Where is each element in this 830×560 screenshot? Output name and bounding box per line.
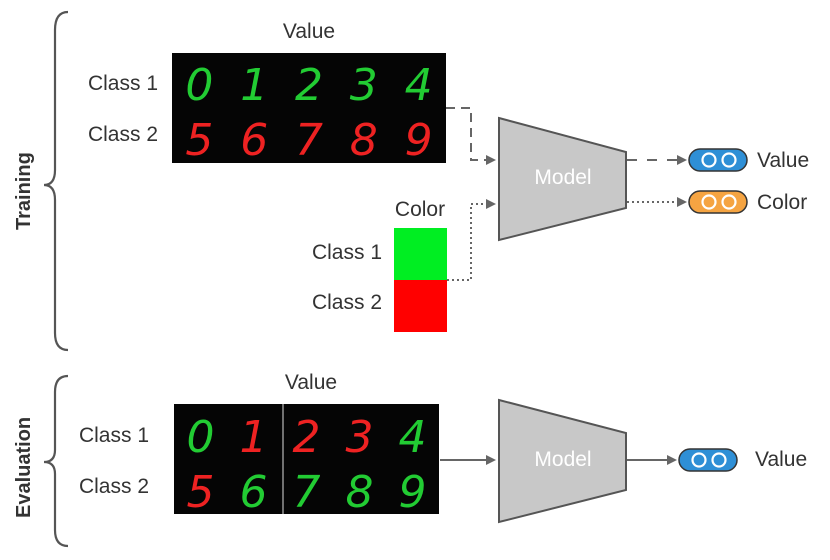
- training-digit-5: 5: [185, 115, 213, 166]
- value-input-connector: [446, 107, 496, 165]
- value-output-label: Value: [757, 149, 809, 172]
- evaluation-value-output-icon: [678, 448, 738, 472]
- evaluation-digit-6: 6: [240, 467, 268, 518]
- training-digit-4: 4: [405, 60, 433, 111]
- training-digit-1: 1: [240, 60, 268, 111]
- training-digit-9: 9: [405, 115, 433, 166]
- evaluation-side-label: Evaluation: [13, 417, 35, 518]
- evaluation-digit-1: 1: [240, 412, 268, 463]
- training-digit-6: 6: [240, 115, 268, 166]
- evaluation-value-output-label: Value: [755, 448, 807, 471]
- training-digit-0: 0: [185, 60, 213, 111]
- training-value-header: Value: [283, 20, 335, 43]
- color-output-icon: [688, 190, 748, 214]
- color-input-connector: [447, 199, 496, 281]
- color-class2-label: Class 2: [312, 291, 382, 314]
- evaluation-class2-label: Class 2: [79, 475, 149, 498]
- evaluation-digit-4: 4: [399, 412, 427, 463]
- evaluation-digit-5: 5: [187, 467, 215, 518]
- evaluation-model-shape: [498, 398, 627, 524]
- training-digit-7: 7: [295, 115, 323, 166]
- evaluation-digit-9: 9: [399, 467, 427, 518]
- training-digit-2: 2: [295, 60, 323, 111]
- evaluation-digit-2: 2: [293, 412, 321, 463]
- evaluation-model-label: Model: [534, 448, 591, 471]
- evaluation-digit-8: 8: [346, 467, 374, 518]
- color-swatch-class2: [394, 280, 447, 332]
- training-digit-3: 3: [350, 60, 378, 111]
- evaluation-class1-label: Class 1: [79, 424, 149, 447]
- training-class2-label: Class 2: [88, 123, 158, 146]
- evaluation-digit-0: 0: [187, 412, 215, 463]
- training-model-label: Model: [534, 166, 591, 189]
- color-output-label: Color: [757, 191, 807, 214]
- color-swatch-class1: [394, 228, 447, 280]
- evaluation-brace: [43, 374, 69, 548]
- evaluation-digit-3: 3: [346, 412, 374, 463]
- evaluation-digit-7: 7: [293, 467, 321, 518]
- training-brace: [43, 10, 69, 352]
- training-digit-8: 8: [350, 115, 378, 166]
- training-side-label: Training: [13, 152, 35, 230]
- evaluation-value-header: Value: [285, 371, 337, 394]
- training-class1-label: Class 1: [88, 72, 158, 95]
- value-output-icon: [688, 148, 748, 172]
- training-model-shape: [498, 116, 627, 242]
- color-class1-label: Class 1: [312, 241, 382, 264]
- color-header: Color: [395, 198, 445, 221]
